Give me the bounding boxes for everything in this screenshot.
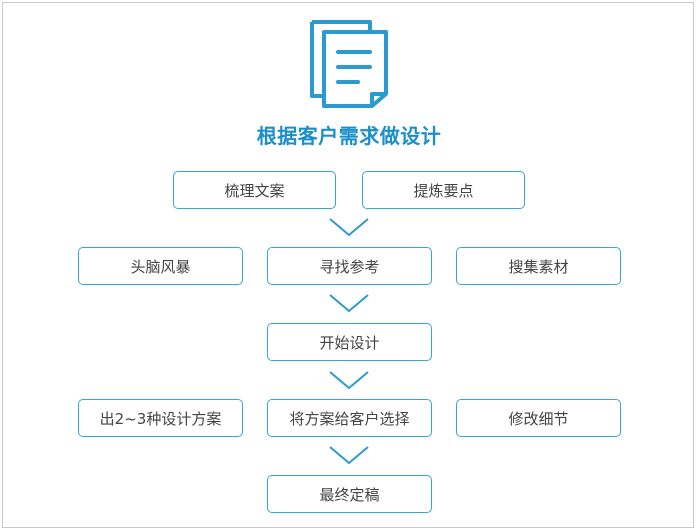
document-icon [310, 20, 388, 108]
step-collect-materials: 搜集素材 [456, 247, 621, 285]
step-design-options: 出2~3种设计方案 [78, 399, 243, 437]
step-start-design: 开始设计 [267, 323, 432, 361]
step-refine-details: 修改细节 [456, 399, 621, 437]
step-find-references: 寻找参考 [267, 247, 432, 285]
chevron-down-icon [329, 218, 369, 237]
chevron-down-icon [329, 294, 369, 313]
step-sort-copy: 梳理文案 [173, 171, 336, 209]
chevron-down-icon [329, 371, 369, 390]
diagram-title: 根据客户需求做设计 [256, 124, 442, 148]
step-final-draft: 最终定稿 [267, 475, 432, 513]
chevron-down-icon [329, 446, 369, 465]
step-extract-points: 提炼要点 [362, 171, 525, 209]
step-client-selection: 将方案给客户选择 [267, 399, 432, 437]
step-brainstorm: 头脑风暴 [78, 247, 243, 285]
